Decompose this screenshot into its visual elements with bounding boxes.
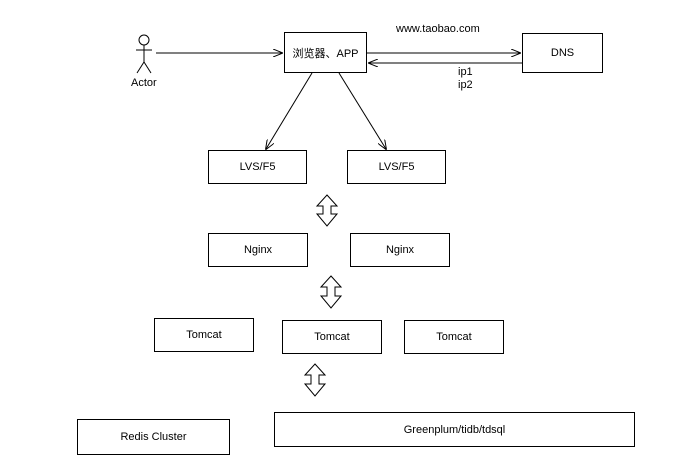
dns-box[interactable]: DNS bbox=[522, 33, 603, 73]
dns-request-label: www.taobao.com bbox=[396, 23, 480, 35]
tomcat-label-2: Tomcat bbox=[314, 331, 350, 343]
client-to-lb-left-arrow bbox=[266, 72, 313, 149]
actor-figure-icon bbox=[136, 34, 152, 74]
client-label: 浏览器、APP bbox=[292, 47, 359, 60]
nginx-label-2: Nginx bbox=[385, 244, 415, 256]
db-box[interactable]: Greenplum/tidb/tdsql bbox=[274, 412, 635, 447]
client-box[interactable]: 浏览器、APP bbox=[284, 32, 367, 73]
lb-nginx-double-arrow-icon bbox=[315, 194, 339, 227]
dns-response-label-ip1: ip1 bbox=[458, 66, 473, 78]
tomcat-box-1[interactable]: Tomcat bbox=[154, 318, 254, 352]
dns-response-label-ip2: ip2 bbox=[458, 79, 473, 91]
dns-label: DNS bbox=[550, 47, 575, 59]
nginx-tomcat-double-arrow-icon bbox=[319, 275, 343, 309]
actor-label: Actor bbox=[131, 77, 157, 89]
cache-label: Redis Cluster bbox=[120, 431, 187, 443]
lb-box-1[interactable]: LVS/F5 bbox=[208, 150, 307, 184]
tomcat-box-2[interactable]: Tomcat bbox=[282, 320, 382, 354]
nginx-box-2[interactable]: Nginx bbox=[350, 233, 450, 267]
tomcat-box-3[interactable]: Tomcat bbox=[404, 320, 504, 354]
nginx-box-1[interactable]: Nginx bbox=[208, 233, 308, 267]
cache-box[interactable]: Redis Cluster bbox=[77, 419, 230, 455]
nginx-label-1: Nginx bbox=[243, 244, 273, 256]
tomcat-label-1: Tomcat bbox=[186, 329, 222, 341]
client-to-lb-right-arrow bbox=[338, 72, 386, 149]
tomcat-storage-double-arrow-icon bbox=[303, 363, 327, 397]
lb-box-2[interactable]: LVS/F5 bbox=[347, 150, 446, 184]
lb-label-1: LVS/F5 bbox=[239, 161, 276, 173]
tomcat-label-3: Tomcat bbox=[436, 331, 472, 343]
db-label: Greenplum/tidb/tdsql bbox=[403, 423, 506, 436]
lb-label-2: LVS/F5 bbox=[378, 161, 415, 173]
